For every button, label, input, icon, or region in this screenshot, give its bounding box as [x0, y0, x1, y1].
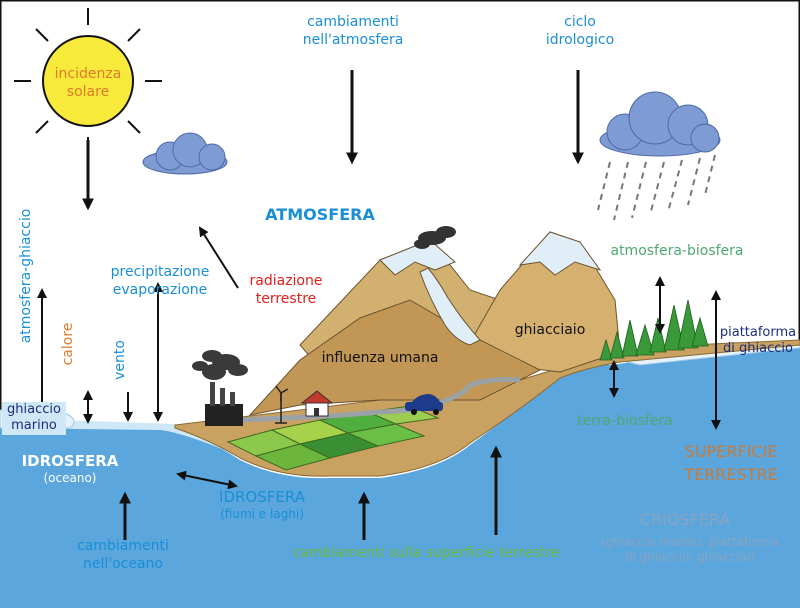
label-cambiamenti-superficie: cambiamenti sulla superficie terrestre: [292, 545, 560, 561]
label-cambiamenti-oceano-line1: cambiamenti: [77, 538, 169, 554]
label-terra-biosfera: terra-biosfera: [577, 413, 673, 429]
label-radiazione-line2: terrestre: [255, 290, 317, 307]
smoke-icon: [414, 226, 456, 249]
label-cambiamenti-oceano: cambiamenti nell'oceano: [60, 538, 186, 573]
road: [239, 377, 521, 423]
rain-cloud-icon: [597, 91, 721, 221]
label-atmosfera-ghiaccio: atmosfera-ghiaccio: [18, 208, 34, 344]
label-idrosfera-oceano-line2: (oceano): [43, 470, 97, 485]
label-piattaforma-line2: di ghiaccio: [723, 341, 793, 357]
label-idrosfera-fiumi: IDROSFERA (fiumi e laghi): [200, 488, 324, 522]
car-icon: [405, 394, 443, 415]
label-cambiamenti-atmosfera-line1: cambiamenti: [307, 14, 399, 30]
label-calore: calore: [60, 322, 76, 366]
label-superficie-terrestre: SUPERFICIE TERRESTRE: [664, 440, 798, 486]
label-ghiacciaio: ghiacciaio: [514, 322, 586, 338]
label-criosfera-sub-line1: (ghiaccio marino, piattaforma: [600, 535, 780, 549]
windmill-icon: [275, 385, 289, 424]
cloud-icon: [142, 132, 228, 175]
label-idrosfera-oceano: IDROSFERA (oceano): [6, 452, 134, 486]
label-ciclo-line1: ciclo: [564, 14, 596, 30]
label-incidenza-line2: solare: [66, 83, 110, 100]
label-incidenza-line1: incidenza: [54, 66, 122, 82]
label-cambiamenti-atmosfera-line2: nell'atmosfera: [302, 31, 404, 48]
label-radiazione-terrestre: radiazione terrestre: [236, 273, 336, 308]
label-superficie-line2: TERRESTRE: [684, 465, 778, 485]
label-radiazione-line1: radiazione: [249, 273, 323, 289]
house-icon: [300, 390, 334, 417]
label-atmosfera: ATMOSFERA: [265, 205, 375, 224]
label-ghiaccio-marino: ghiaccio marino: [2, 402, 66, 435]
label-criosfera-sub-line2: di ghiaccio, ghiacciai): [625, 550, 755, 564]
arrow-radiation: [198, 226, 239, 289]
label-ciclo-line2: idrologico: [545, 31, 615, 48]
label-cambiamenti-oceano-line2: nell'oceano: [82, 555, 163, 572]
label-ciclo-idrologico: ciclo idrologico: [530, 14, 630, 49]
label-criosfera: CRIOSFERA: [639, 510, 731, 529]
label-idrosfera-fiumi-line1: IDROSFERA: [219, 488, 305, 506]
sun-icon: [14, 8, 162, 154]
label-influenza-umana: influenza umana: [321, 350, 439, 366]
label-incidenza-solare: incidenza solare: [46, 66, 130, 101]
label-superficie-line1: SUPERFICIE: [684, 442, 778, 461]
glacier-icon: [419, 267, 481, 346]
label-precipitazione-line2: evaporazione: [112, 281, 208, 298]
label-precipitazione-line1: precipitazione: [110, 264, 210, 280]
label-precipitazione-evaporazione: precipitazione evaporazione: [100, 264, 220, 299]
label-piattaforma-line1: piattaforma: [719, 325, 797, 340]
label-criosfera-sub: (ghiaccio marino, piattaforma di ghiacci…: [584, 535, 796, 565]
label-idrosfera-fiumi-line2: (fiumi e laghi): [220, 506, 304, 521]
label-vento: vento: [112, 340, 128, 380]
arrow-ocean-rivers: [176, 470, 238, 490]
label-cambiamenti-atmosfera: cambiamenti nell'atmosfera: [285, 14, 421, 49]
label-idrosfera-oceano-line1: IDROSFERA: [21, 452, 119, 470]
factory-icon: [192, 350, 248, 426]
label-piattaforma-ghiaccio: piattaforma di ghiaccio: [716, 325, 800, 358]
label-atmosfera-biosfera: atmosfera-biosfera: [610, 243, 744, 259]
label-ghiaccio-marino-line2: marino: [11, 418, 57, 434]
mountain-right: [459, 231, 621, 373]
label-ghiaccio-marino-line1: ghiaccio: [7, 402, 61, 417]
ocean: [0, 340, 800, 608]
trees-icon: [599, 299, 709, 361]
